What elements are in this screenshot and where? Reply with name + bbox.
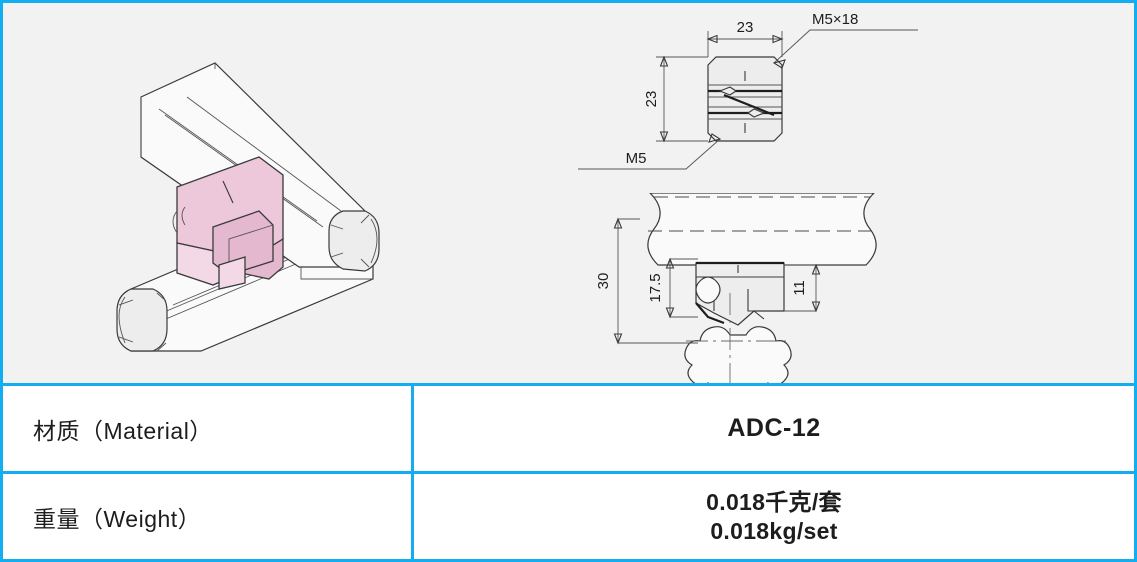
isometric-assembly-view xyxy=(73,21,423,371)
drawing-area: 23 23 M5×18 xyxy=(3,3,1134,398)
dimension-11: 11 xyxy=(784,263,821,313)
spec-value-weight: 0.018千克/套 0.018kg/set xyxy=(414,474,1134,559)
weight-value-en: 0.018kg/set xyxy=(710,517,838,544)
front-elevation-view: 23 23 M5×18 xyxy=(578,5,978,200)
spec-label-material: 材质（Material） xyxy=(3,386,414,471)
dim-label-height: 23 xyxy=(643,91,660,108)
material-value: ADC-12 xyxy=(727,414,821,442)
dimension-height-23: 23 xyxy=(643,55,708,143)
cross-connector-part xyxy=(172,156,284,290)
dim-label-width: 23 xyxy=(737,19,754,36)
dimension-17-5: 17.5 xyxy=(647,257,698,319)
weight-value-cn: 0.018千克/套 xyxy=(706,488,842,515)
callout-label-m5x18: M5×18 xyxy=(812,11,858,28)
spec-label-weight: 重量（Weight） xyxy=(3,474,414,559)
dimension-width-23: 23 xyxy=(706,19,784,57)
callout-m5x18: M5×18 xyxy=(772,11,918,69)
table-row: 材质（Material） ADC-12 xyxy=(3,386,1134,471)
specification-table: 材质（Material） ADC-12 重量（Weight） 0.018千克/套… xyxy=(3,383,1134,559)
upper-pipe-section xyxy=(647,192,877,266)
dim-label-11: 11 xyxy=(791,280,808,296)
lower-pipe-end-profile xyxy=(116,288,168,352)
callout-label-m5: M5 xyxy=(626,150,647,167)
dim-label-17-5: 17.5 xyxy=(647,273,664,302)
connector-front-body xyxy=(707,56,783,142)
spec-value-material: ADC-12 xyxy=(414,386,1134,471)
dimension-30: 30 xyxy=(595,217,698,345)
upper-pipe-end-profile xyxy=(328,210,380,272)
dim-label-30: 30 xyxy=(595,273,612,290)
connector-side-body xyxy=(695,261,785,326)
side-section-view: 30 17.5 11 xyxy=(578,192,978,398)
callout-m5: M5 xyxy=(578,133,722,170)
table-row: 重量（Weight） 0.018千克/套 0.018kg/set xyxy=(3,471,1134,559)
